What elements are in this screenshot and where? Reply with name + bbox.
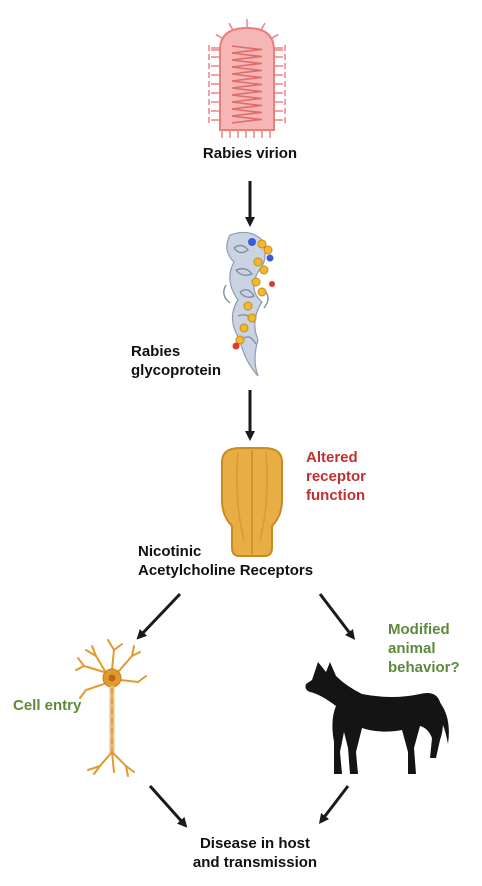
arrow-neuron-to-disease xyxy=(148,784,188,828)
cell-entry-label: Cell entry xyxy=(13,697,82,714)
dog-silhouette-icon xyxy=(305,662,449,774)
neuron-icon xyxy=(75,639,147,777)
glycoprotein-label: Rabies glycoprotein xyxy=(131,343,222,379)
flow-arrows xyxy=(136,181,356,828)
altered-function-label: Altered receptor function xyxy=(306,449,367,504)
arrow-dog-to-disease xyxy=(318,785,350,824)
nicotinic-receptor-icon xyxy=(221,447,283,557)
virion-label: Rabies virion xyxy=(202,145,298,162)
glycoprotein-structure-icon xyxy=(223,231,275,377)
arrow-receptor-to-dog xyxy=(318,593,356,640)
disease-label: Disease in host and transmission xyxy=(192,835,318,871)
arrow-receptor-to-neuron xyxy=(136,592,182,640)
behavior-label: Modified animal behavior? xyxy=(388,621,460,676)
receptors-label: Nicotinic Acetylcholine Receptors xyxy=(138,543,314,579)
rabies-virion-icon xyxy=(208,19,286,138)
